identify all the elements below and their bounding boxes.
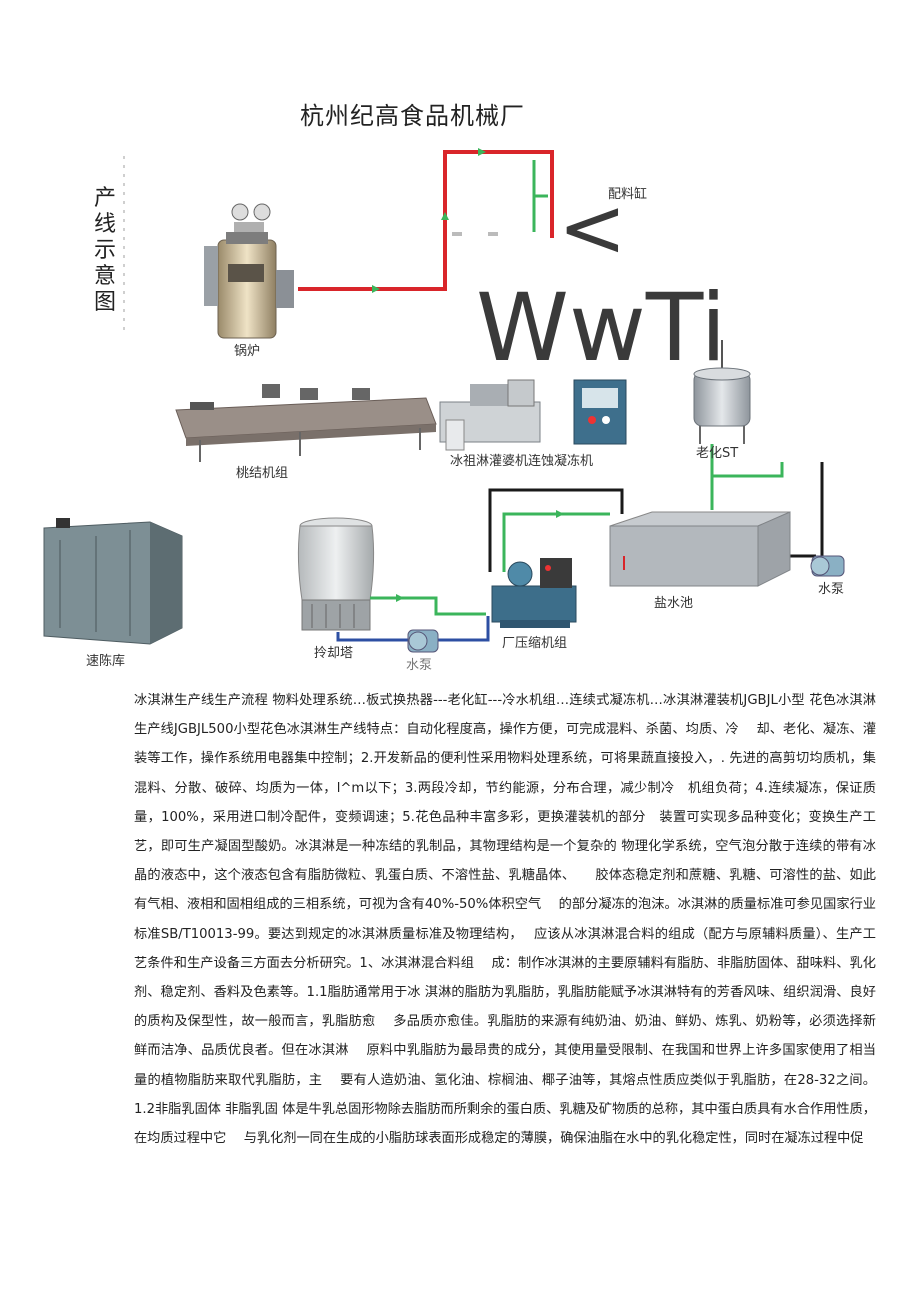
label-brine-tank: 盐水池 bbox=[654, 596, 694, 611]
label-hardening-unit: 桃结机组 bbox=[236, 466, 289, 481]
label-cooling-tower: 拎却塔 bbox=[314, 646, 354, 661]
aging-tank-machine bbox=[693, 340, 751, 444]
freezer-machine bbox=[573, 379, 627, 445]
green-pipe-aging bbox=[710, 444, 784, 510]
filling-machine bbox=[439, 379, 541, 451]
compressor-machine bbox=[491, 558, 577, 628]
left-water-pump bbox=[407, 629, 439, 653]
label-boiler: 锅炉 bbox=[234, 344, 261, 359]
page-title: 杭州纪高食品机械厂 bbox=[300, 102, 525, 130]
cold-store-machine bbox=[43, 518, 183, 645]
vertical-title: 产线示意图 bbox=[94, 186, 117, 315]
hardening-unit-machine bbox=[175, 384, 437, 462]
label-filling-machine: 冰祖淋灌婆机连蚀凝冻机 bbox=[450, 454, 594, 469]
red-pipe bbox=[298, 148, 554, 293]
label-compressor: 厂压缩机组 bbox=[502, 636, 568, 651]
cooling-tower-machine bbox=[297, 517, 375, 631]
green-pipe-top bbox=[452, 160, 548, 236]
process-diagram bbox=[43, 148, 845, 653]
label-water-pump-left: 水泵 bbox=[406, 658, 433, 673]
chevron-glyph: < bbox=[558, 181, 627, 276]
brine-tank-machine bbox=[609, 511, 791, 587]
label-cold-store: 速陈库 bbox=[86, 654, 126, 669]
label-water-pump-right: 水泵 bbox=[818, 582, 845, 597]
boiler-machine bbox=[204, 203, 294, 339]
label-aging: 老化ST bbox=[696, 446, 739, 461]
green-pipe-compressor bbox=[502, 510, 610, 572]
label-mix-tank: 配料缸 bbox=[608, 187, 648, 202]
cooling-pipes bbox=[336, 594, 490, 642]
right-water-pump bbox=[810, 555, 845, 577]
watermark-text: WwTi bbox=[476, 274, 727, 383]
body-paragraph: 冰淇淋生产线生产流程 物料处理系统…板式换热器---老化缸---冷水机组…连续式… bbox=[134, 693, 876, 1147]
